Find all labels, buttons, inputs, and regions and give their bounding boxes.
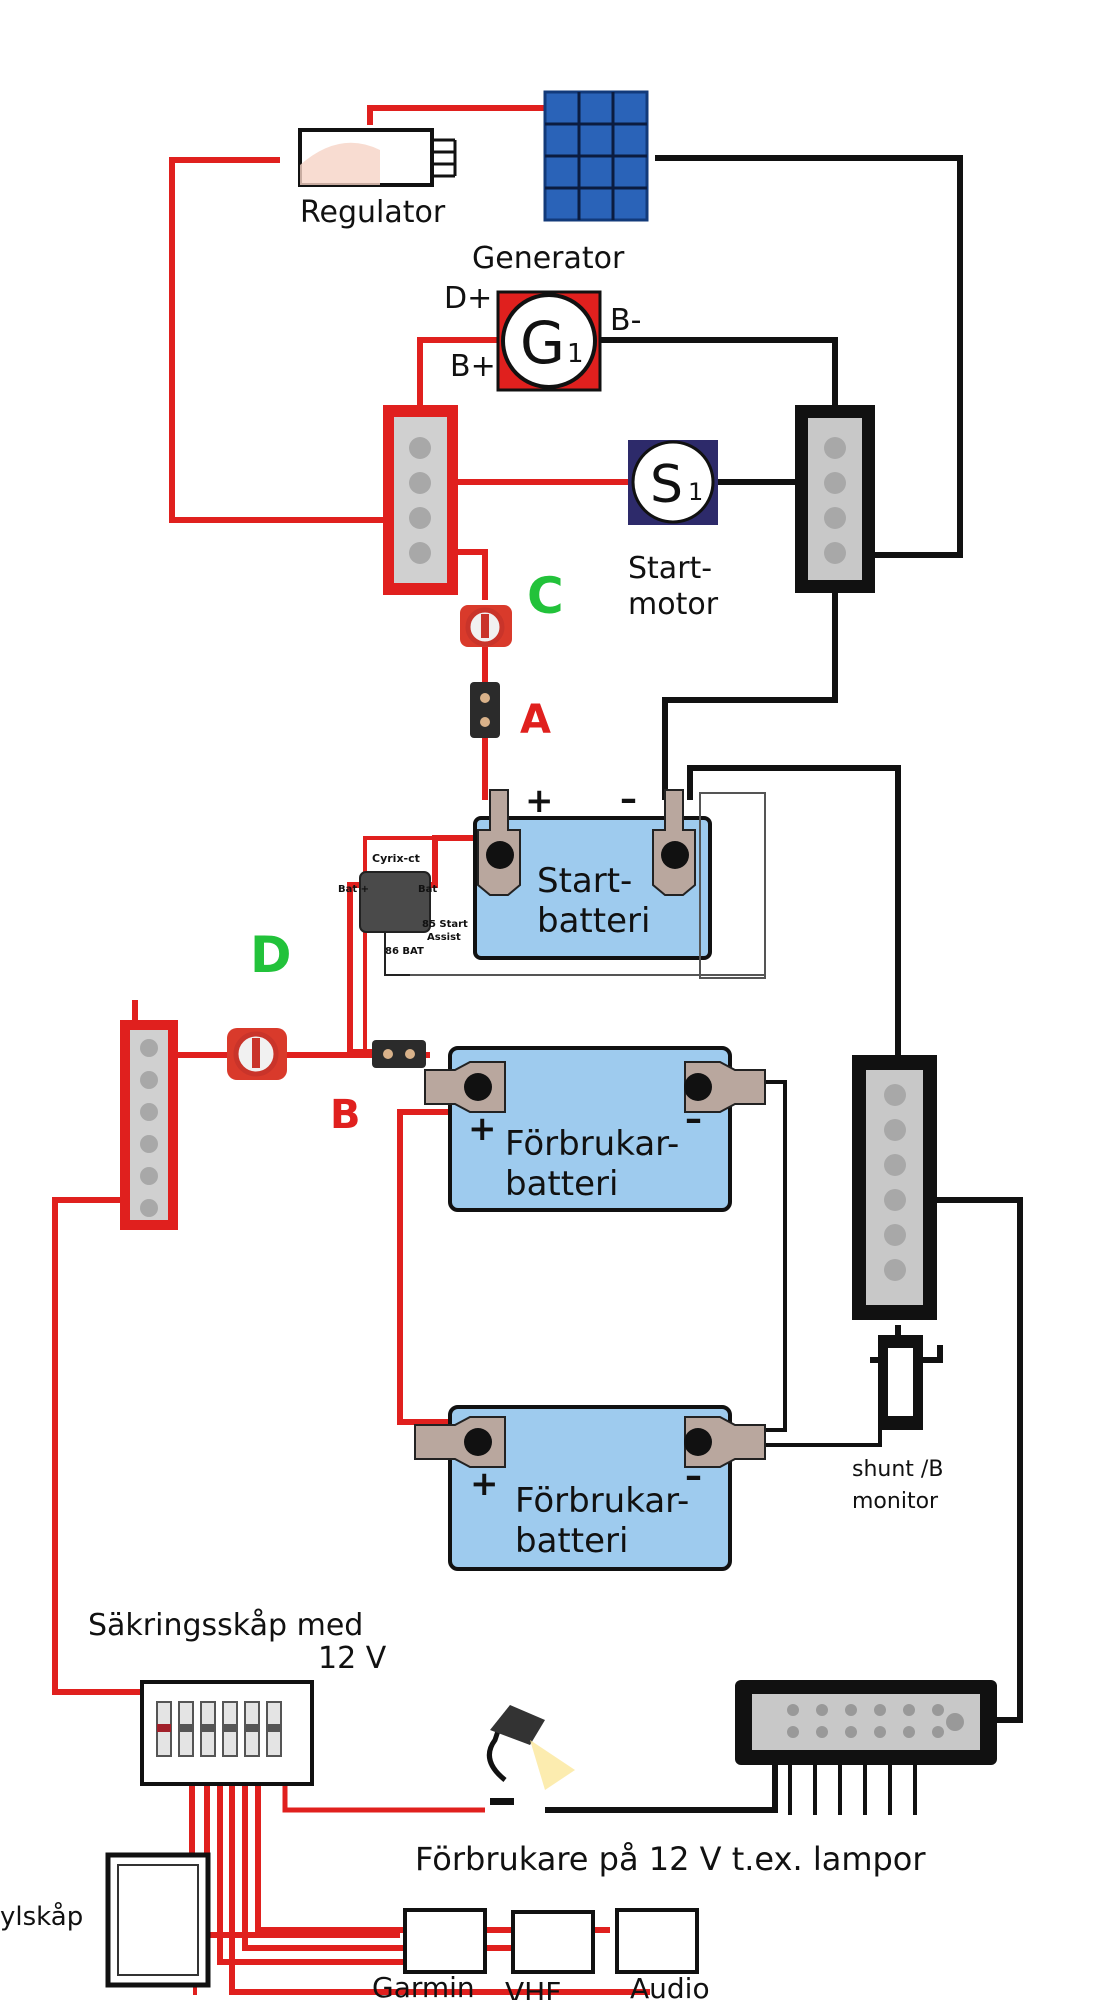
fusebox-label-1: Säkringsskåp med (88, 1608, 363, 1643)
start-motor-label-1: Start- (628, 551, 712, 586)
start-battery (410, 789, 766, 979)
start-battery-label-1: Start- (537, 861, 632, 901)
b-plus-label: B+ (450, 349, 496, 384)
negative-busbar-right (852, 1055, 937, 1320)
negative-busbar-top (795, 405, 875, 593)
cyrix-bat-left: Bat + (338, 884, 369, 895)
consumer-battery-2-label-2: batteri (515, 1521, 628, 1561)
consumer-battery-2-plus: + (470, 1464, 499, 1504)
consumer-battery-1-minus: – (685, 1099, 702, 1139)
main-switch-d (227, 1028, 287, 1080)
fridge-label: ylskåp (0, 1901, 83, 1932)
generator (496, 290, 602, 392)
start-motor-label-2: motor (628, 587, 719, 622)
main-switch-c (460, 605, 512, 647)
audio-device (615, 1908, 699, 1974)
consumer-battery-1-label-2: batteri (505, 1164, 618, 1204)
cyrix-bat-right: Bat (418, 884, 437, 895)
consumer-battery-2-label-1: Förbrukar- (515, 1481, 689, 1521)
consumer-battery-2 (414, 1405, 766, 1571)
fusebox-label-2: 12 V (318, 1641, 387, 1676)
marker-b: B (330, 1092, 361, 1138)
garmin-device (403, 1908, 487, 1974)
vhf-label: VHF (505, 1976, 561, 2000)
marker-a: A (520, 697, 551, 743)
d-plus-label: D+ (444, 281, 492, 316)
start-battery-plus: + (525, 781, 554, 821)
start-motor (628, 440, 718, 525)
solar-panel (543, 90, 649, 222)
marker-d: D (250, 926, 292, 984)
start-battery-label-2: batteri (537, 901, 650, 941)
b-minus-label: B- (610, 303, 641, 338)
cyrix-86: 86 BAT (385, 946, 424, 957)
garmin-label: Garmin (372, 1971, 475, 2000)
start-motor-symbol: S (650, 455, 683, 515)
cyrix-relay (359, 836, 435, 1055)
start-motor-symbol-sub: 1 (688, 478, 703, 506)
fuse-box (140, 1680, 314, 1786)
consumers-label: Förbrukare på 12 V t.ex. lampor (415, 1840, 926, 1878)
negative-distribution-bar (735, 1680, 997, 1815)
fuse-a (470, 682, 500, 738)
generator-symbol: G (520, 309, 565, 377)
fridge (105, 1852, 211, 1988)
shunt (878, 1335, 923, 1430)
consumer-battery-1-plus: + (468, 1109, 497, 1149)
regulator (298, 128, 457, 187)
positive-wires (52, 105, 650, 1995)
lamp-icon (486, 1705, 575, 1805)
audio-label: Audio (630, 1972, 710, 2000)
vhf-device (511, 1910, 595, 1974)
consumer-battery-1 (424, 1046, 766, 1212)
cyrix-title: Cyrix-ct (372, 852, 420, 865)
positive-busbar-left (120, 1020, 178, 1230)
consumer-battery-2-minus: – (685, 1456, 702, 1496)
generator-symbol-sub: 1 (567, 339, 584, 369)
cyrix-85b: Assist (427, 932, 461, 943)
marker-c: C (527, 567, 564, 625)
start-battery-minus: – (620, 779, 637, 819)
consumer-battery-1-label-1: Förbrukar- (505, 1124, 679, 1164)
shunt-label-1: shunt /B (852, 1457, 943, 1482)
generator-label: Generator (472, 241, 625, 276)
shunt-label-2: monitor (852, 1489, 939, 1514)
regulator-label: Regulator (300, 195, 446, 230)
fuse-b (372, 1040, 426, 1068)
positive-busbar-top (383, 405, 458, 595)
cyrix-85: 85 Start (422, 919, 468, 930)
